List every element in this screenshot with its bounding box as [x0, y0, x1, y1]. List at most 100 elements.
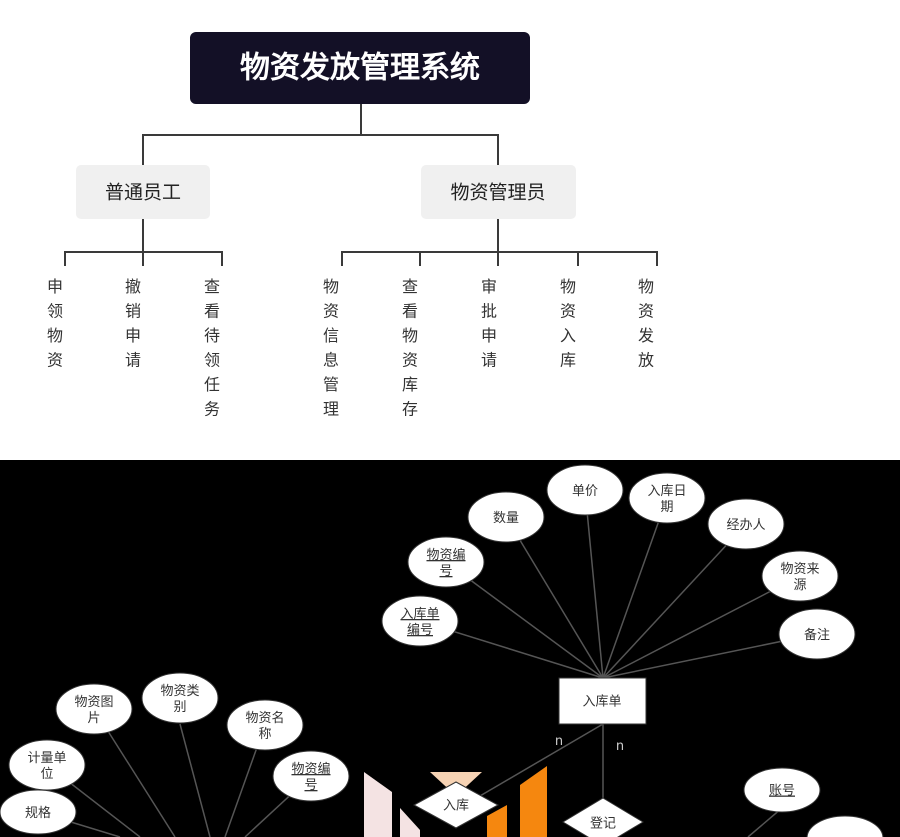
attribute-label: 经办人 — [726, 518, 765, 533]
connector — [602, 575, 801, 679]
connector — [445, 561, 604, 679]
duty-item: 审批申请 — [481, 277, 497, 370]
attribute-label: 物资编 — [291, 762, 330, 777]
connector — [584, 489, 604, 679]
attribute-ellipse — [8, 739, 86, 791]
attribute-ellipse — [226, 699, 304, 751]
attribute-label: 源 — [793, 578, 806, 593]
attribute-ellipse — [778, 608, 856, 660]
connector — [179, 723, 211, 837]
relation-register — [562, 797, 644, 837]
decor-shape-orange — [520, 766, 547, 837]
duty-label: 查看物资库存 — [402, 277, 418, 419]
attribute-account — [743, 767, 821, 813]
er-attributes: 单价入库日期数量经办人物资编号物资来源入库单编号备注物资类别物资图片物资名称计量… — [0, 464, 856, 835]
decor-shape-pink — [400, 808, 420, 837]
attribute-ellipse — [141, 672, 219, 724]
attribute-label: 数量 — [493, 511, 519, 526]
attribute-ellipse — [628, 472, 706, 524]
duty-label: 申领物资 — [47, 277, 63, 370]
duty-item: 查看待领任务 — [204, 277, 220, 419]
inbound-attribute: 经办人 — [707, 498, 785, 550]
entity-inbound-label: 入库单 — [582, 694, 621, 710]
attribute-ellipse — [546, 464, 624, 516]
role-label-employee: 普通员工 — [105, 182, 181, 204]
root-node — [190, 32, 530, 104]
cardinality-label: n — [616, 739, 624, 754]
attribute-label: 片 — [87, 711, 100, 726]
attribute-label: 物资类 — [160, 684, 199, 699]
root-title: 物资发放管理系统 — [240, 51, 480, 86]
attribute-label: 物资来 — [780, 562, 819, 577]
attribute-account-label: 账号 — [769, 784, 795, 799]
material-attribute: 规格 — [0, 789, 77, 835]
attribute-label: 备注 — [804, 627, 830, 643]
connector — [505, 516, 604, 679]
connector — [747, 807, 783, 837]
duty-item: 申领物资 — [47, 277, 63, 370]
er-diagram-panel: 入库单 n n 入库 登记 单价入库日期数量经办人物资编号物资来源入库单编号备注… — [0, 460, 900, 837]
relation-inbound — [412, 781, 500, 829]
duty-item: 查看物资库存 — [402, 277, 418, 419]
duty-label: 物资信息管理 — [323, 277, 339, 419]
attribute-label: 入库日 — [647, 483, 686, 499]
leaf-duties: 申领物资 撤销申请 查看待领任务 物资信息管理 查看物资库存 审批申请 物资入库 物资发放 — [47, 277, 654, 419]
attribute-label: 单价 — [572, 484, 598, 499]
attribute-ellipse — [55, 683, 133, 735]
cardinality-label: n — [555, 734, 563, 749]
attribute-label: 编号 — [407, 623, 433, 638]
role-node-employee — [76, 165, 210, 219]
duty-item: 撤销申请 — [125, 277, 141, 370]
attribute-label: 物资名 — [245, 710, 284, 726]
attribute-ellipse — [0, 789, 77, 835]
relation-register-label: 登记 — [590, 817, 616, 832]
role-label-manager: 物资管理员 — [450, 182, 545, 204]
inbound-attribute: 单价 — [546, 464, 624, 516]
attribute-ellipse — [407, 536, 485, 588]
er-diagram-svg: 入库单 n n 入库 登记 单价入库日期数量经办人物资编号物资来源入库单编号备注… — [0, 464, 884, 837]
attribute-ellipse — [761, 550, 839, 602]
attribute-label: 别 — [173, 700, 186, 715]
decor-shape-pink — [364, 772, 392, 837]
duty-item: 物资信息管理 — [323, 277, 339, 419]
attribute-ellipse — [707, 498, 785, 550]
attribute-label: 号 — [304, 778, 317, 793]
relation-inbound-label: 入库 — [443, 798, 469, 814]
attribute-label: 物资图 — [74, 695, 113, 710]
duty-label: 审批申请 — [481, 277, 497, 370]
org-chart-svg: 物资发放管理系统 普通员工 物资管理员 申领物资 撤销申请 查看待领任务 物资信息管理… — [47, 32, 658, 419]
inbound-attribute: 数量 — [467, 491, 545, 543]
attribute-label: 称 — [258, 727, 271, 742]
attribute-label: 物资编 — [426, 548, 465, 563]
attribute-label: 号 — [439, 564, 452, 579]
entity-inbound-order — [558, 677, 647, 725]
attribute-ellipse — [467, 491, 545, 543]
duty-item: 物资发放 — [638, 277, 654, 370]
duty-item: 物资入库 — [560, 277, 576, 370]
attribute-label: 位 — [40, 767, 53, 782]
connector — [602, 523, 747, 679]
duty-label: 物资发放 — [638, 277, 654, 370]
org-chart-panel: 物资发放管理系统 普通员工 物资管理员 申领物资 撤销申请 查看待领任务 物资信息管理… — [46, 32, 658, 419]
duty-label: 撤销申请 — [125, 277, 141, 370]
attribute-label: 计量单 — [27, 751, 66, 766]
attribute-ellipse — [272, 750, 350, 802]
duty-label: 物资入库 — [560, 277, 576, 370]
connector — [602, 497, 668, 679]
inbound-attribute: 备注 — [778, 608, 856, 660]
role-node-manager — [421, 165, 576, 219]
attribute-label: 入库单 — [400, 606, 439, 622]
attribute-partial — [806, 815, 884, 837]
attribute-label: 规格 — [25, 805, 51, 821]
decor-shape-orange — [487, 805, 507, 837]
attribute-label: 期 — [660, 500, 673, 515]
